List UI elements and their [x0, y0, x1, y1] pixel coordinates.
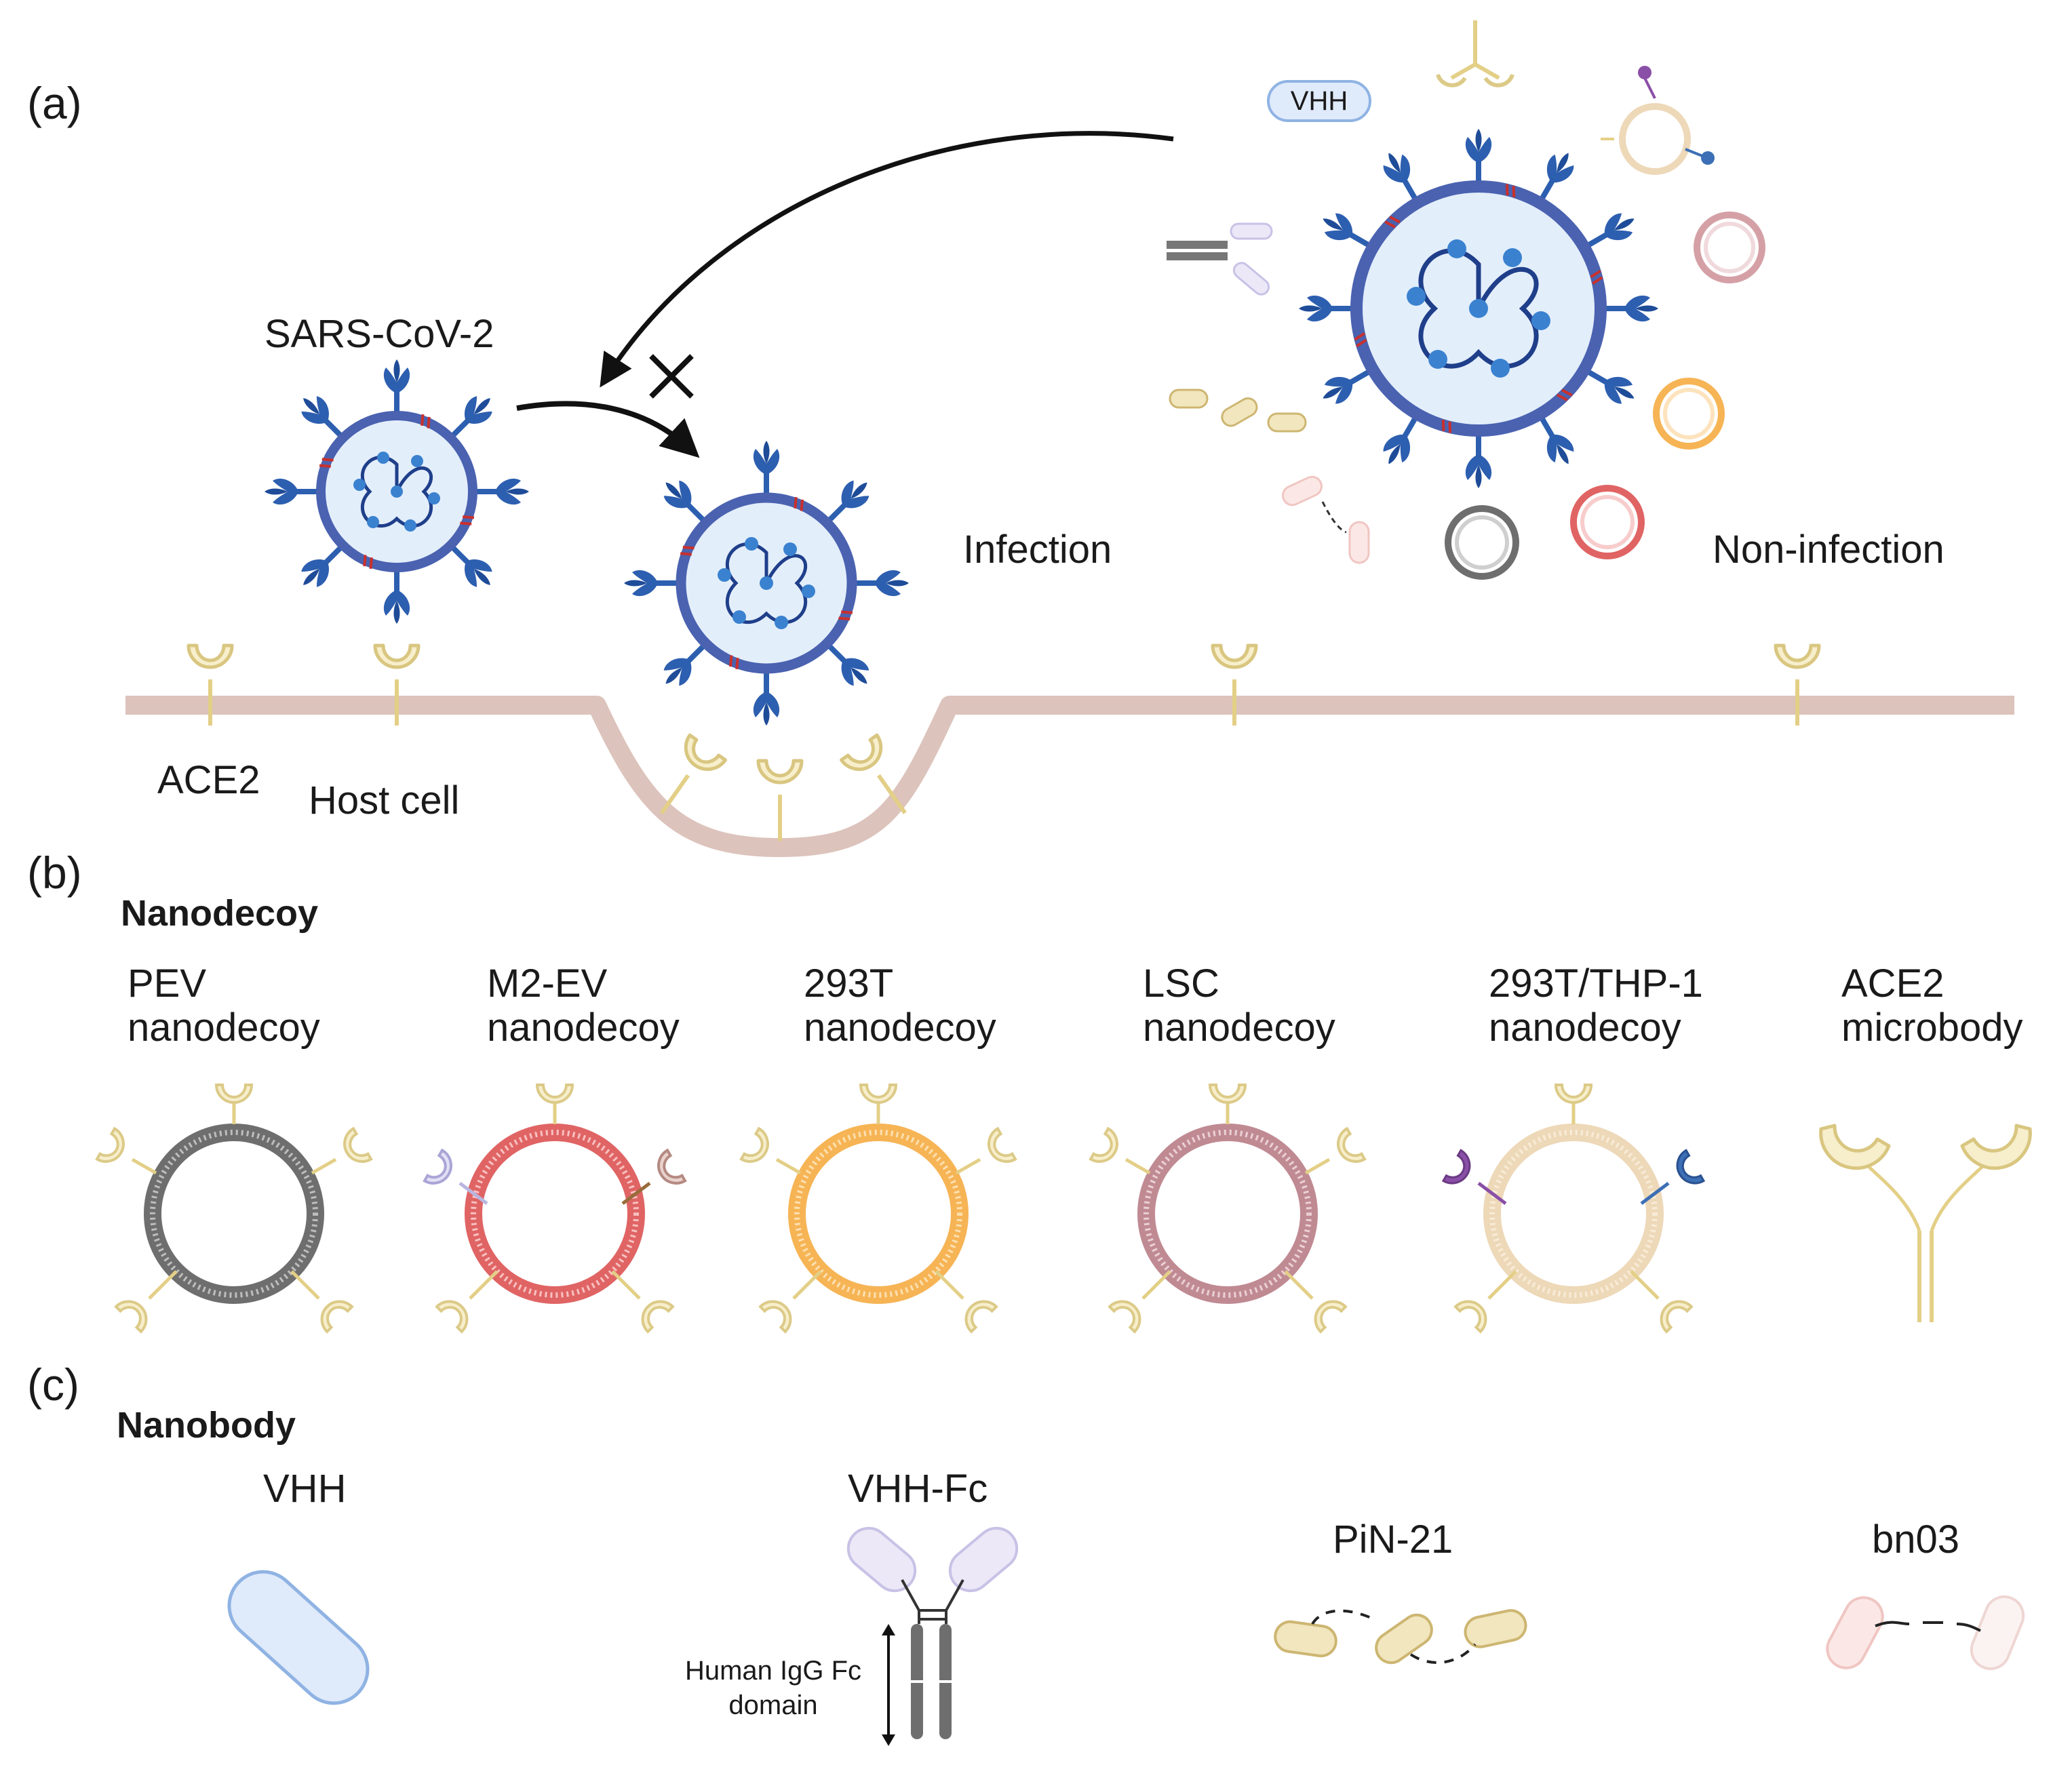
vhh-fc-small: [1167, 222, 1273, 296]
293t-decoy-small: [1653, 378, 1725, 450]
lsc-nanodecoy: [1089, 1084, 1367, 1332]
blocked-arrow: [600, 131, 1174, 388]
decoy-label-line1: ACE2: [1841, 961, 1944, 1006]
decoy-label-line2: nanodecoy: [1489, 1006, 1681, 1050]
nanodecoy-heading: Nanodecoy: [121, 893, 318, 934]
bn03-small: [1281, 475, 1370, 564]
pin-21-nanobody: [1274, 1609, 1527, 1665]
decoy-label-line2: microbody: [1841, 1006, 2023, 1050]
svg-text:VHH: VHH: [1291, 86, 1348, 116]
sars-cov-2-label: SARS-CoV-2: [265, 312, 494, 356]
panel-a-label: (a): [27, 78, 82, 128]
thp1-decoy-small: [1601, 66, 1715, 175]
ace2-microbody: [1819, 1124, 2032, 1322]
decoy-label-line2: nanodecoy: [1143, 1006, 1335, 1050]
sars-cov-2-virion-entering: [624, 441, 909, 726]
nanobody-label-vhh-fc: VHH-Fc: [848, 1467, 988, 1511]
panel-b-label: (b): [27, 848, 82, 898]
ace2-receptor: [758, 761, 802, 841]
vhh-tag: VHH: [1267, 80, 1371, 122]
decoy-label-line1: M2-EV: [487, 961, 608, 1006]
infection-label: Infection: [963, 528, 1112, 572]
pev-nanodecoy: [95, 1084, 373, 1332]
m2ev-nanodecoy: [423, 1084, 687, 1332]
non-infection-label: Non-infection: [1713, 528, 1944, 572]
293t-thp1-nanodecoy: [1441, 1084, 1706, 1332]
ace2-label: ACE2: [157, 758, 260, 802]
ace2-microbody-small: [1436, 20, 1514, 87]
decoy-label-line1: LSC: [1143, 961, 1219, 1006]
293t-nanodecoy: [739, 1084, 1017, 1332]
block-x-icon: [649, 354, 694, 399]
decoy-label-line1: PEV: [128, 961, 206, 1006]
decoy-label-line1: 293T: [804, 961, 893, 1006]
sars-cov-2-virion: [265, 359, 529, 624]
decoy-label-line2: nanodecoy: [804, 1006, 996, 1050]
nanobody-label-vhh: VHH: [263, 1467, 346, 1511]
bn03-nanobody: [1826, 1595, 2025, 1671]
decoy-label-line1: 293T/THP-1: [1489, 961, 1703, 1006]
panel-c-label: (c): [27, 1359, 79, 1410]
infection-arrow: [516, 401, 700, 458]
host-cell-label: Host cell: [309, 778, 459, 822]
neutralized-virion: [1299, 129, 1658, 488]
fc-domain-label-line1: Human IgG Fc: [685, 1656, 861, 1686]
host-cell-membrane: [125, 696, 2014, 857]
vhh-nanobody: [227, 1570, 370, 1705]
vhh-fc-nanobody: [846, 1526, 1019, 1739]
nanobody-label-bn03: bn03: [1872, 1517, 1959, 1562]
m2ev-decoy-small: [1570, 485, 1645, 559]
fc-domain-arrow: [882, 1624, 895, 1746]
pin-21-small: [1169, 389, 1307, 433]
decoy-label-line2: nanodecoy: [128, 1006, 320, 1050]
lsc-decoy-small: [1694, 212, 1765, 283]
nanobody-label-pin-21: PiN-21: [1333, 1517, 1453, 1562]
fc-domain-label-line2: domain: [728, 1690, 817, 1720]
nanobody-heading: Nanobody: [117, 1405, 296, 1446]
pev-decoy-small: [1445, 505, 1519, 580]
decoy-label-line2: nanodecoy: [487, 1006, 680, 1050]
